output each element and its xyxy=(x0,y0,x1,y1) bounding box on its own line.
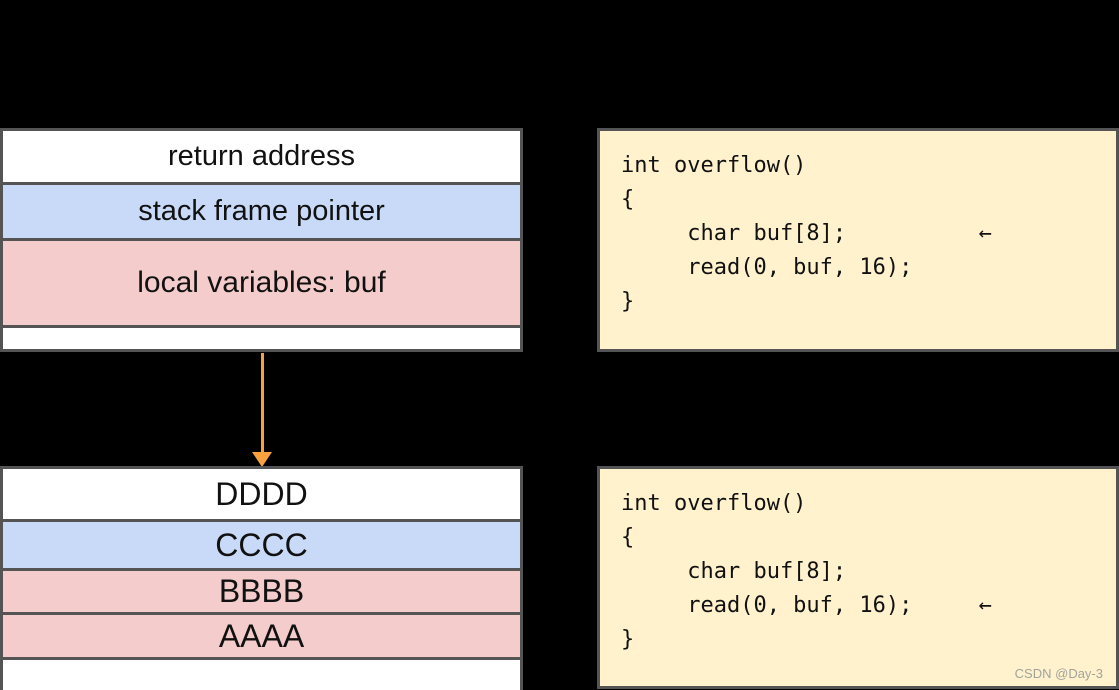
stack-row-label: CCCC xyxy=(215,526,308,563)
code-block-before: int overflow() { char buf[8]; ← read(0, … xyxy=(597,128,1119,352)
arrow-shaft xyxy=(261,353,264,454)
code-line: int overflow() xyxy=(621,491,807,516)
stack-row-label: local variables: buf xyxy=(137,266,386,299)
stack-before-overflow: return address stack frame pointer local… xyxy=(0,128,523,352)
stack-row-label: AAAA xyxy=(218,617,305,654)
code-line: { xyxy=(621,525,635,550)
stack-row-label: BBBB xyxy=(218,573,305,609)
stack-row-return-address: return address xyxy=(3,131,520,182)
stack-row-label: return address xyxy=(168,140,355,172)
stack-row-blank xyxy=(3,328,520,349)
stack-row-dddd: DDDD xyxy=(3,469,520,519)
stack-after-overflow: DDDD CCCC BBBB AAAA xyxy=(0,466,523,690)
stack-row-bbbb: BBBB xyxy=(3,571,520,612)
code-line-read-with-left-arrow-icon: read(0, buf, 16); ← xyxy=(621,593,992,618)
stack-row-label: DDDD xyxy=(215,475,308,512)
code-line: } xyxy=(621,289,635,314)
code-block-after: int overflow() { char buf[8]; read(0, bu… xyxy=(597,466,1119,689)
code-line: { xyxy=(621,187,635,212)
csdn-watermark: CSDN @Day-3 xyxy=(1014,666,1103,681)
code-line: read(0, buf, 16); xyxy=(621,255,913,280)
down-arrow-icon xyxy=(252,452,272,467)
stack-row-cccc: CCCC xyxy=(3,522,520,568)
code-line: char buf[8]; xyxy=(621,559,847,584)
stack-row-label: stack frame pointer xyxy=(138,195,385,227)
code-line-char-buf-with-left-arrow-icon: char buf[8]; ← xyxy=(621,221,992,246)
stack-row-local-variables: local variables: buf xyxy=(3,241,520,325)
stack-row-frame-pointer: stack frame pointer xyxy=(3,185,520,238)
code-line: } xyxy=(621,627,635,652)
stack-row-aaaa: AAAA xyxy=(3,615,520,657)
code-line: int overflow() xyxy=(621,153,807,178)
stack-row-blank xyxy=(3,660,520,690)
